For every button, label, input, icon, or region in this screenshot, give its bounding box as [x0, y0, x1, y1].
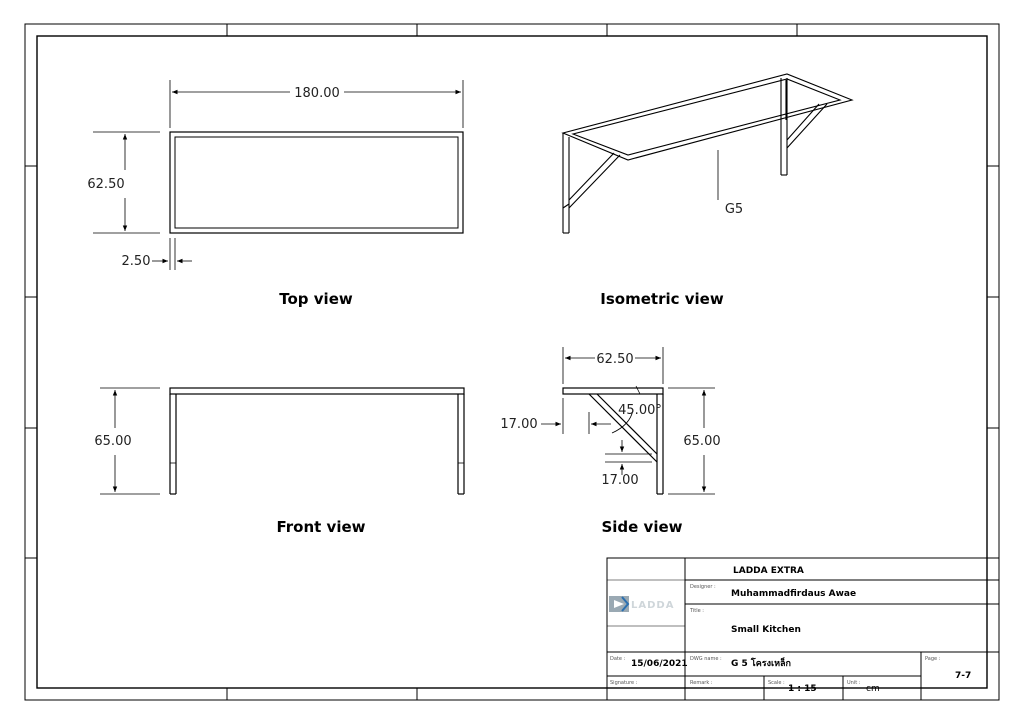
title-label: Title :: [689, 608, 704, 614]
page-label: Page :: [925, 656, 941, 662]
isometric-view: [561, 73, 854, 234]
isometric-view-caption: Isometric view: [600, 290, 724, 308]
top-view-dimensions: [93, 80, 464, 270]
drawing-title: Small Kitchen: [731, 625, 801, 635]
side-angle-dim: 45.00°: [618, 403, 662, 418]
side-view: [562, 387, 664, 495]
front-height-dim: 65.00: [94, 434, 131, 449]
top-view-caption: Top view: [279, 290, 353, 308]
front-view-dimensions: [100, 387, 160, 495]
top-width-dim: 180.00: [294, 86, 340, 101]
company-name: LADDA EXTRA: [733, 566, 804, 576]
dwg-name-value: G 5 โครงเหล็ก: [731, 656, 791, 669]
company-logo: LADDA: [609, 596, 674, 612]
scale-label: Scale :: [768, 680, 785, 686]
title-block: [606, 557, 1000, 701]
isometric-label: G5: [725, 202, 743, 217]
top-view: [169, 131, 464, 234]
side-width-dim: 62.50: [596, 352, 633, 367]
scale-value: 1 : 15: [788, 684, 817, 694]
sheet-border: [24, 23, 1000, 701]
front-view-caption: Front view: [276, 518, 365, 536]
top-thickness-dim: 2.50: [122, 254, 151, 269]
date-label: Date :: [610, 656, 626, 662]
dwg-name-label: DWG name :: [690, 656, 722, 662]
side-view-caption: Side view: [601, 518, 682, 536]
remark-label: Remark :: [690, 680, 713, 686]
unit-value: cm: [866, 684, 880, 694]
side-view-dimensions: [541, 347, 715, 495]
side-height-dim: 65.00: [683, 434, 720, 449]
signature-label: Signature :: [610, 680, 638, 686]
top-depth-dim: 62.50: [87, 177, 124, 192]
designer-label: Designer :: [690, 584, 716, 590]
date-value: 15/06/2021: [631, 659, 688, 669]
logo-text: LADDA: [631, 600, 674, 611]
front-view: [169, 387, 465, 495]
side-offset-h-dim: 17.00: [500, 417, 537, 432]
side-offset-v-dim: 17.00: [601, 473, 638, 488]
designer-name: Muhammadfirdaus Awae: [731, 589, 856, 599]
unit-label: Unit :: [847, 680, 861, 686]
page-value: 7-7: [955, 671, 971, 681]
